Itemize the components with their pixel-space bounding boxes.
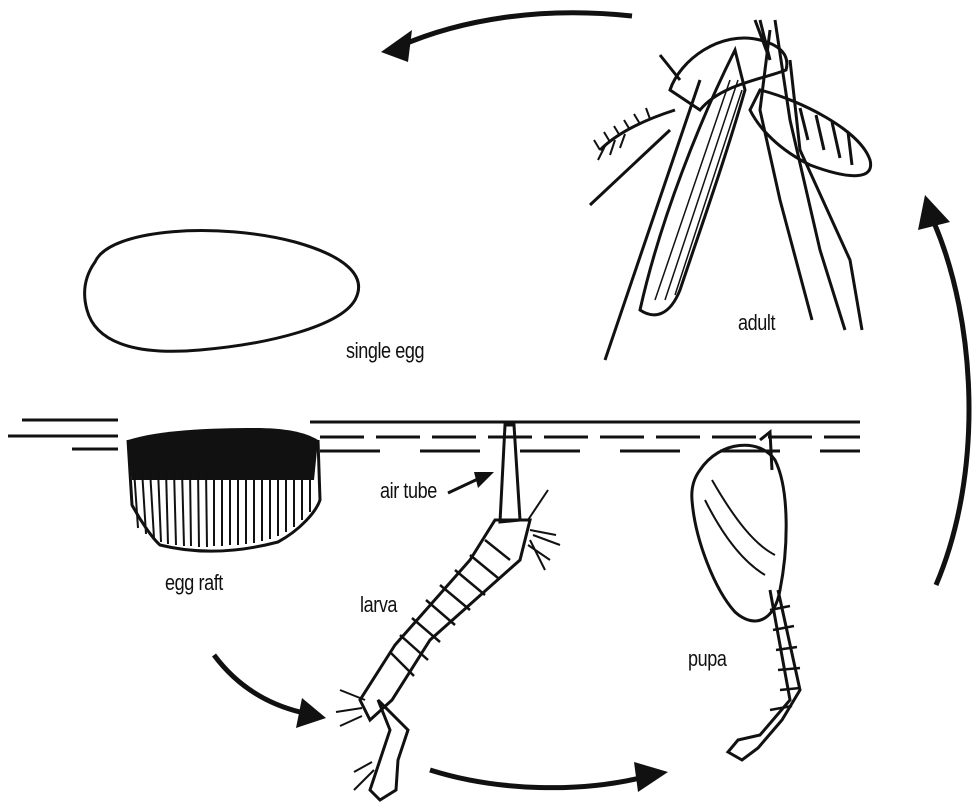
pupa-shape — [692, 432, 800, 760]
egg-raft-shape — [128, 428, 320, 551]
air-tube-pointer-arrow — [448, 472, 494, 493]
cycle-arrow-larva-to-pupa — [430, 762, 668, 792]
label-egg-raft: egg raft — [165, 570, 223, 596]
label-air-tube: air tube — [380, 478, 437, 504]
cycle-arrow-adult-to-egg — [381, 13, 632, 62]
label-adult: adult — [738, 310, 775, 336]
label-single-egg: single egg — [346, 338, 424, 364]
cycle-arrow-raft-to-larva — [214, 655, 326, 728]
single-egg-shape — [85, 231, 359, 352]
label-larva: larva — [360, 592, 397, 618]
cycle-arrow-pupa-to-adult — [918, 195, 969, 585]
adult-mosquito-shape — [590, 20, 871, 360]
label-pupa: pupa — [688, 646, 727, 672]
